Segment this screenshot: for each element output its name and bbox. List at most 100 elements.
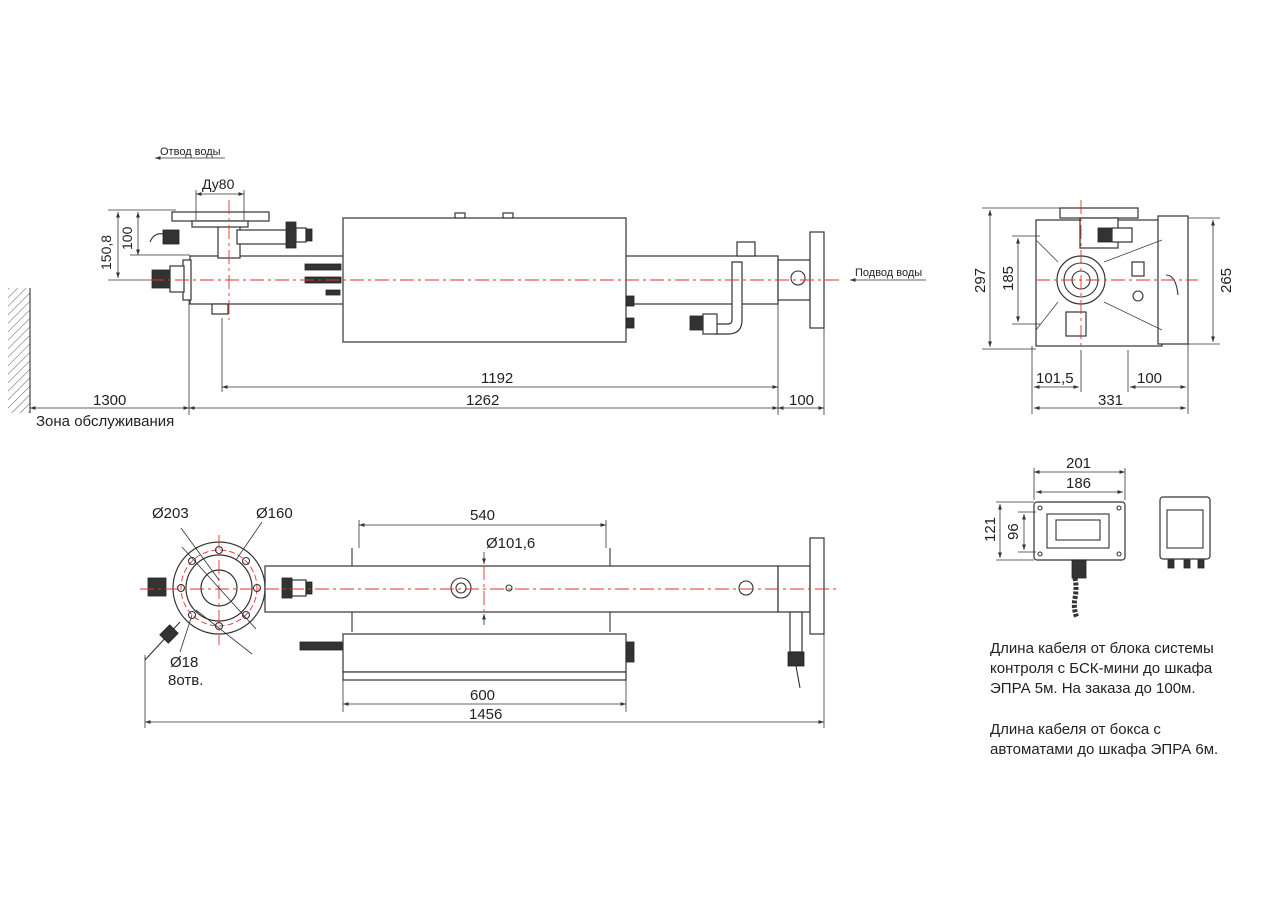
end-drain xyxy=(1065,311,1087,337)
end-view: 297 185 265 101,5 100 331 xyxy=(972,200,1235,414)
dim-1192-label: 1192 xyxy=(481,370,513,387)
control-box-view: 201 186 121 96 xyxy=(982,455,1211,619)
top-plug xyxy=(738,580,754,596)
dim-1262-label: 1262 xyxy=(466,392,499,409)
cable-gland xyxy=(325,289,341,296)
d160-label: Ø160 xyxy=(256,505,293,522)
end-connector xyxy=(1131,261,1145,277)
dim-185-label: 185 xyxy=(1000,266,1017,291)
bolt-hole xyxy=(187,610,197,620)
holes-label: 8отв. xyxy=(168,672,203,689)
end-webs xyxy=(1035,239,1163,331)
breaker-gland xyxy=(1167,559,1175,569)
side-view: Отвод воды Ду80 150,8 100 Подвод воды 11… xyxy=(8,146,926,430)
outlet-flange-collar xyxy=(191,220,249,228)
wall-hatch xyxy=(8,288,30,413)
end-valve xyxy=(1097,227,1113,243)
uv-sensor xyxy=(450,577,472,599)
bolt-hole xyxy=(241,556,251,566)
cable-note-1-line-1: Длина кабеля от блока системы xyxy=(990,640,1214,657)
dim-1456-label: 1456 xyxy=(469,706,502,723)
water-outlet-label: Отвод воды xyxy=(160,146,221,158)
bolt-circle xyxy=(180,549,258,627)
drain-valve xyxy=(689,315,705,331)
outlet-branch xyxy=(236,229,288,245)
cabinet-lug xyxy=(502,212,514,219)
uv-sensor-inner xyxy=(455,582,467,594)
cabinet-gland xyxy=(625,317,635,329)
top-view: Ø203 Ø160 Ø18 8отв. 540 Ø101,6 600 1456 xyxy=(140,505,840,728)
cabinet-brackets xyxy=(351,548,611,632)
top-outlet-valve-nut xyxy=(291,579,307,597)
sample-valve-body xyxy=(162,229,180,245)
outlet-valve xyxy=(285,221,297,249)
dim-101-5-label: 101,5 xyxy=(1036,370,1074,387)
top-ballast-base xyxy=(342,671,627,681)
cable-note-1-line-3: ЭПРА 5м. На заказа до 100м. xyxy=(990,680,1196,697)
dim-100-label: 100 xyxy=(119,226,135,250)
dim-186-label: 186 xyxy=(1066,475,1091,492)
dim-121-label: 121 xyxy=(982,517,999,542)
du80-label: Ду80 xyxy=(202,176,235,192)
dim-201-label: 201 xyxy=(1066,455,1091,472)
top-outlet-valve-end xyxy=(305,581,313,595)
cable-note-1-line-2: контроля с БСК-мини до шкафа xyxy=(990,660,1213,677)
drain-valve-nut xyxy=(702,313,718,335)
screw xyxy=(1037,551,1043,557)
control-unit-face xyxy=(1046,513,1110,549)
cable-gland xyxy=(304,263,342,271)
cable-note-2-line-2: автоматами до шкафа ЭПРА 6м. xyxy=(990,741,1218,758)
dim-1300-label: 1300 xyxy=(93,392,126,409)
outlet-flange xyxy=(171,211,270,222)
inlet-valve xyxy=(790,270,806,286)
leader-160 xyxy=(235,521,263,561)
d18-label: Ø18 xyxy=(170,654,198,671)
top-sample-line xyxy=(144,621,181,661)
screw xyxy=(1037,505,1043,511)
cabinet-gland xyxy=(625,295,635,307)
top-drain-cable xyxy=(795,665,801,689)
dim-265-label: 265 xyxy=(1218,268,1235,293)
flange-diag xyxy=(195,609,253,655)
control-unit xyxy=(1033,501,1126,561)
dim-297-label: 297 xyxy=(972,268,989,293)
control-display xyxy=(1055,519,1101,541)
dim-600-label: 600 xyxy=(470,687,495,704)
top-outlet-valve xyxy=(281,577,293,599)
top-cable-gland xyxy=(299,641,343,651)
end-flange-top xyxy=(1059,207,1139,219)
breaker-window xyxy=(1166,509,1204,549)
bolt-hole xyxy=(252,583,262,593)
dim-100-right-label: 100 xyxy=(789,392,814,409)
dim-96-label: 96 xyxy=(1005,523,1022,540)
bolt-hole xyxy=(176,583,186,593)
top-cabinet-gland xyxy=(625,641,635,663)
dim-100-end-label: 100 xyxy=(1137,370,1162,387)
flange-diag xyxy=(181,546,257,630)
breaker-gland xyxy=(1197,559,1205,569)
cable-note-2-line-1: Длина кабеля от бокса с xyxy=(990,721,1161,738)
breaker-box xyxy=(1159,496,1211,560)
water-inlet-label: Подвод воды xyxy=(855,267,922,279)
leader-203 xyxy=(180,527,220,581)
top-drain-valve xyxy=(787,651,805,667)
bottom-drain xyxy=(211,303,229,315)
top-ballast-cabinet xyxy=(342,633,627,673)
outlet-valve-nut xyxy=(295,227,307,243)
top-drain-pipe xyxy=(789,611,803,653)
top-plug xyxy=(736,241,756,257)
screw xyxy=(1116,505,1122,511)
control-cable xyxy=(1071,577,1080,619)
end-gland xyxy=(1132,290,1144,302)
breaker-gland xyxy=(1183,559,1191,569)
end-valve-nut xyxy=(1111,227,1133,243)
dim-150-8-label: 150,8 xyxy=(98,235,114,270)
screw xyxy=(1116,551,1122,557)
top-inlet-flange xyxy=(809,537,825,635)
dim-331-label: 331 xyxy=(1098,392,1123,409)
leader-18 xyxy=(179,614,193,653)
sensor-port xyxy=(505,584,513,592)
cabinet-lug xyxy=(454,212,466,219)
top-sample-valve xyxy=(159,624,179,644)
